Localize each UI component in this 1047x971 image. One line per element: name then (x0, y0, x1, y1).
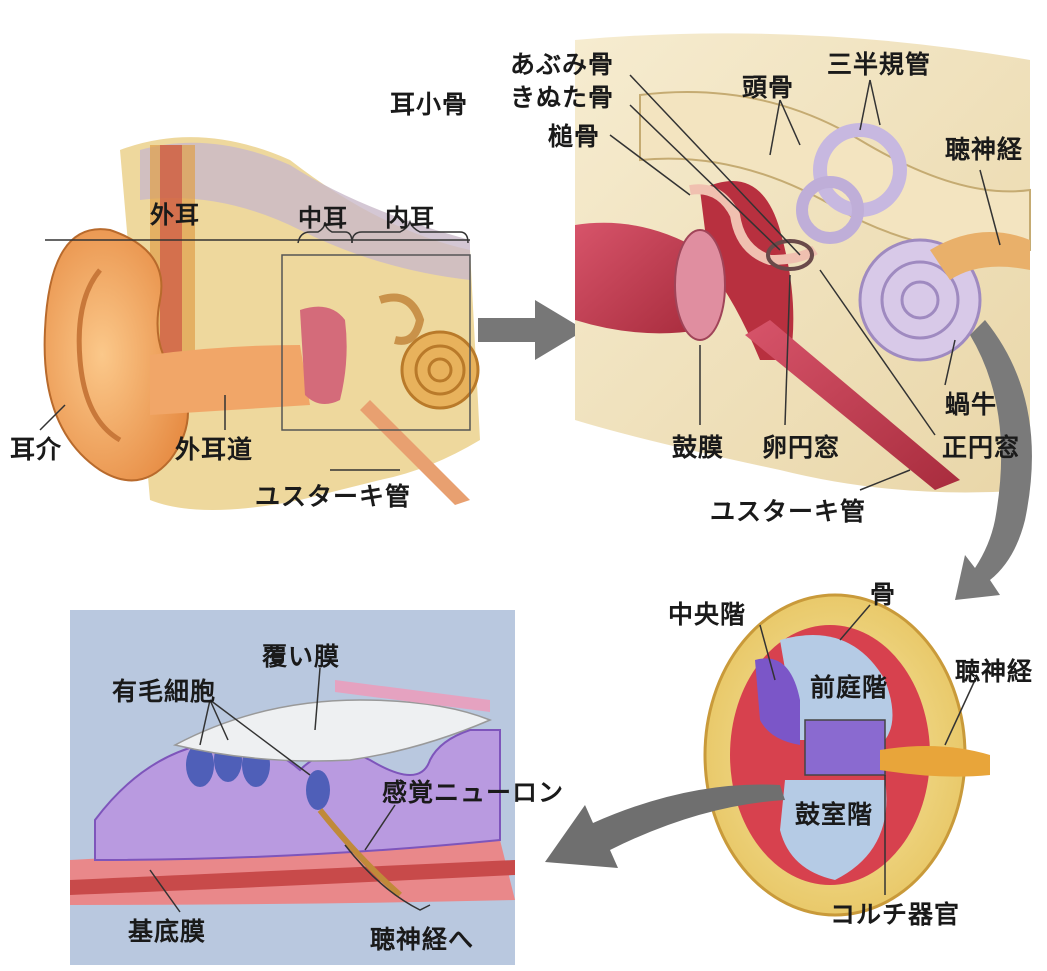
label-auditory-nerve-2: 聴神経 (955, 652, 1033, 688)
label-ear-canal: 外耳道 (175, 430, 253, 466)
label-cochlea: 蝸牛 (945, 385, 997, 421)
arrow-to-middle-ear (478, 300, 585, 360)
organ-of-corti-box (805, 720, 885, 775)
label-middle-ear: 中耳 (298, 198, 348, 233)
label-eardrum: 鼓膜 (672, 428, 724, 464)
middle-ear-illustration (575, 33, 1030, 492)
label-sensory-neuron: 感覚ニューロン (382, 773, 564, 809)
label-inner-ear: 内耳 (385, 198, 435, 233)
label-eustachian-tube-2: ユスターキ管 (710, 492, 866, 528)
label-incus: きぬた骨 (510, 78, 614, 114)
label-auditory-nerve-1: 聴神経 (945, 130, 1023, 166)
label-oval-window: 卵円窓 (762, 428, 840, 464)
label-bone: 骨 (870, 575, 896, 611)
label-scala-media: 中央階 (668, 595, 746, 631)
label-scala-vestibuli: 前庭階 (810, 668, 888, 704)
cochlea-section-illustration (705, 595, 990, 915)
label-skull: 頭骨 (742, 68, 794, 104)
label-ossicles: 耳小骨 (390, 85, 468, 121)
label-hair-cells: 有毛細胞 (112, 672, 216, 708)
label-auricle: 耳介 (10, 430, 62, 466)
label-to-auditory-nerve: 聴神経へ (370, 920, 474, 956)
ear-canal-shape (150, 345, 310, 415)
label-malleus: 槌骨 (548, 117, 600, 153)
label-tectorial-membrane: 覆い膜 (262, 637, 340, 673)
label-organ-of-corti: コルチ器官 (830, 895, 960, 931)
label-round-window: 正円窓 (942, 428, 1020, 464)
label-scala-tympani: 鼓室階 (795, 795, 873, 831)
label-outer-ear: 外耳 (150, 195, 200, 230)
label-basilar-membrane: 基底膜 (128, 912, 206, 948)
label-semicircular-canals: 三半規管 (827, 45, 931, 81)
label-eustachian-tube-1: ユスターキ管 (255, 477, 411, 513)
label-stapes: あぶみ骨 (510, 45, 614, 81)
outer-ear-illustration (40, 137, 480, 510)
